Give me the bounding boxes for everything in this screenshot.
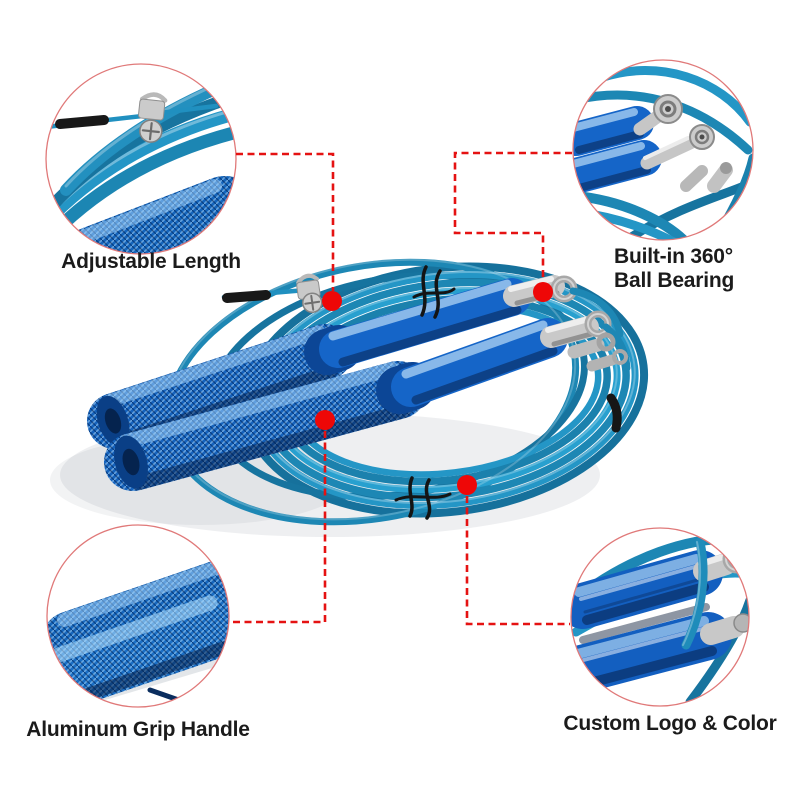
bearing-swivel-lower [540,310,612,348]
dot-adjustable-length [322,291,342,311]
label-adjustable-length: Adjustable Length [61,250,241,273]
label-ball-bearing: Built-in 360° Ball Bearing [614,245,789,292]
label-grip-handle: Aluminum Grip Handle [26,718,250,741]
ball-bearing-eye-2 [689,124,715,150]
dot-custom-logo [457,475,477,495]
callout-circle-custom-logo [570,527,750,707]
connector-ball-bearing [453,151,572,281]
jump-rope-product [50,258,649,537]
handle-upper [87,275,624,449]
callout-dots [315,282,553,495]
ball-bearing-eye-1 [653,94,683,124]
callout-circle-ball-bearing [572,59,754,241]
handle-lower [104,310,631,491]
twist-tie-top [412,265,456,319]
cable-black-tip [222,290,271,303]
twist-tie-bottom [394,476,452,520]
connector-grip-handle [230,431,327,624]
label-custom-logo: Custom Logo & Color [563,712,777,735]
callout-connectors [230,151,572,626]
dot-ball-bearing [533,282,553,302]
cable-black-tip-right [606,393,622,433]
length-adjust-clamp-closeup [137,92,168,143]
callout-circle-grip-handle [46,524,230,708]
connector-adjustable-length [236,152,335,291]
connector-custom-logo [465,496,570,626]
cable-end-and-clamp [221,273,323,314]
dot-grip-handle [315,410,335,430]
label-ball-bearing-line1: Built-in 360° [614,245,733,268]
length-adjust-clamp [296,273,323,314]
spare-swivel-fittings [567,332,628,372]
label-ball-bearing-line2: Ball Bearing [614,268,735,292]
cable-black-tip [55,115,109,129]
